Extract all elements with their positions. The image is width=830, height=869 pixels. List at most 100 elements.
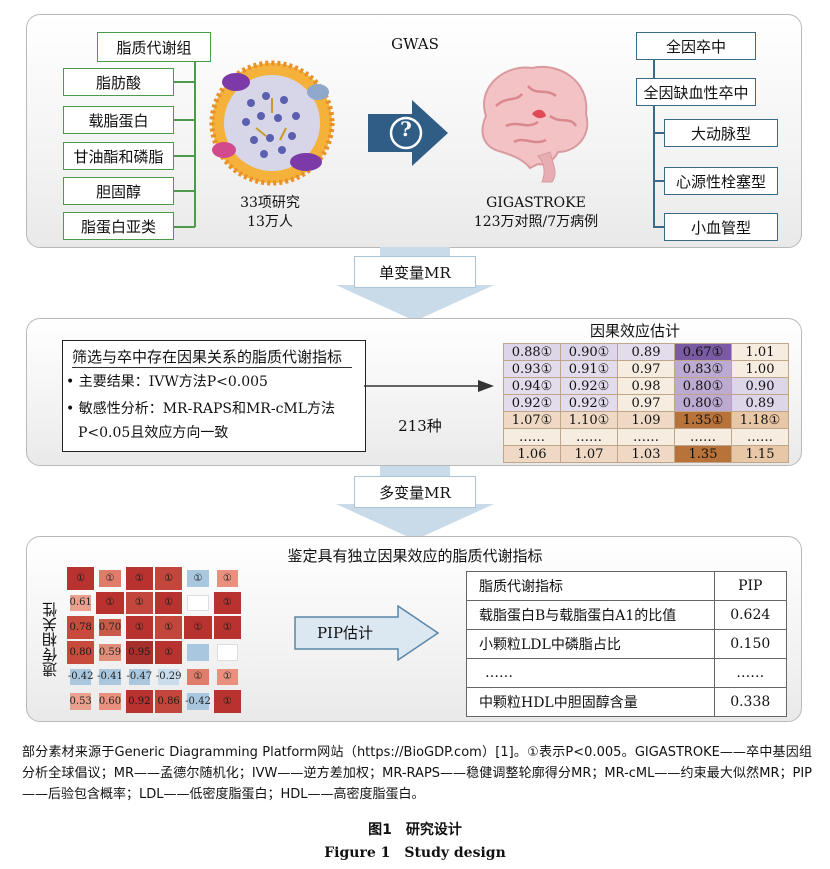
table-cell: 0.338: [713, 687, 788, 717]
stroke-connector: [653, 180, 664, 182]
effect-cell: 0.88①: [503, 343, 561, 361]
table-header-cell: PIP: [713, 571, 788, 601]
effect-cell: 0.80①: [674, 394, 732, 412]
heatmap-cell: ①: [216, 570, 238, 587]
criteria-primary: • 主要结果：IVW方法P<0.005: [66, 374, 268, 390]
effect-cell: 0.97: [617, 394, 675, 412]
heatmap-cell: -0.47: [127, 668, 152, 686]
pip-estimation-label: PIP估计: [316, 624, 374, 642]
heatmap-cell: ①: [99, 570, 121, 587]
lipid-item-cholesterol: 胆固醇: [63, 177, 174, 205]
effect-cell: 1.03: [617, 445, 675, 463]
lipoprotein-particle-illustration: [209, 60, 335, 186]
heatmap-cell: -0.29: [156, 668, 182, 686]
lipid-tree-trunk: [194, 61, 196, 227]
lipid-connector: [173, 81, 194, 83]
heatmap-cell: ①: [125, 567, 153, 590]
effect-cell: 0.93①: [503, 360, 561, 378]
brain-illustration: [481, 65, 589, 183]
lipid-connector: [173, 190, 194, 192]
heatmap-cell: [216, 644, 238, 661]
heatmap-cell: ①: [155, 641, 183, 664]
stage-label-multivariable: 多变量MR: [354, 476, 476, 508]
heatmap-cell: ①: [155, 616, 183, 639]
effect-cell: ……: [560, 428, 618, 446]
heatmap-cell: [187, 594, 209, 612]
effect-cell: 0.83①: [674, 360, 732, 378]
effect-cell: 0.90①: [560, 343, 618, 361]
table-row: 小颗粒LDL中磷脂占比 0.150: [466, 629, 788, 659]
criteria-box: [62, 340, 366, 452]
heatmap-cell: 0.53: [70, 693, 92, 710]
causal-question-arrow: [368, 100, 448, 166]
lipid-connector: [173, 119, 194, 121]
heatmap-cell: -0.41: [97, 668, 123, 686]
effect-cell: 1.09: [617, 411, 675, 429]
criteria-sensitivity: • 敏感性分析：MR-RAPS和MR-cML方法: [66, 401, 336, 417]
heatmap-cell: ①: [184, 616, 212, 639]
effect-cell: 1.18①: [731, 411, 789, 429]
gwas-study-count: 33项研究: [240, 195, 300, 211]
lipid-item-lipoprotein-subclass: 脂蛋白亚类: [63, 212, 174, 240]
effect-cell: 1.06: [503, 445, 561, 463]
effect-cell: 1.10①: [560, 411, 618, 429]
multivariable-title: 鉴定具有独立因果效应的脂质代谢指标: [287, 547, 543, 565]
heatmap-cell: 0.80: [67, 641, 95, 664]
effect-cell: 1.35①: [674, 411, 732, 429]
table-row: …… ……: [466, 658, 788, 688]
effect-cell: 1.15: [731, 445, 789, 463]
heatmap-cell: ①: [216, 668, 238, 686]
heatmap-cell: 0.60: [99, 693, 121, 710]
table-cell: ……: [713, 658, 788, 688]
gwas-label: GWAS: [391, 35, 439, 53]
heatmap-cell: 0.59: [99, 644, 121, 661]
heatmap-cell: ①: [67, 567, 95, 590]
gigastroke-name: GIGASTROKE: [486, 195, 586, 211]
heatmap-cell: ①: [213, 616, 241, 639]
table-header-row: 脂质代谢指标 PIP: [466, 571, 788, 601]
effect-cell: ……: [731, 428, 789, 446]
effect-cell: 0.80①: [674, 377, 732, 395]
effect-cell: 0.91①: [560, 360, 618, 378]
pip-table: 脂质代谢指标 PIP 载脂蛋白B与载脂蛋白A1的比值 0.624 小颗粒LDL中…: [466, 571, 788, 717]
stage-label-univariable: 单变量MR: [354, 256, 476, 288]
effect-table-title: 因果效应估计: [589, 322, 680, 340]
heatmap-cell: ①: [187, 668, 209, 686]
effect-cell: 0.92①: [503, 394, 561, 412]
table-row: 载脂蛋白B与载脂蛋白A1的比值 0.624: [466, 600, 788, 630]
heatmap-cell: [187, 644, 209, 661]
stroke-connector: [653, 59, 655, 78]
effect-cell: 1.01: [731, 343, 789, 361]
gigastroke-sample: 123万对照/7万病例: [473, 214, 599, 230]
selected-count: 213种: [398, 417, 442, 435]
effect-cell: 1.35: [674, 445, 732, 463]
effect-cell: ……: [503, 428, 561, 446]
effect-cell: 1.07①: [503, 411, 561, 429]
criteria-sensitivity-cont: P<0.05且效应方向一致: [78, 425, 229, 441]
effect-cell: 0.90: [731, 377, 789, 395]
heatmap-cell: 0.70: [99, 619, 121, 636]
effect-cell: ……: [617, 428, 675, 446]
table-cell: 0.624: [713, 600, 788, 630]
figure-caption-cn: 图1 研究设计: [368, 822, 462, 838]
heatmap-cell: 0.61: [70, 594, 92, 612]
stroke-subtype-trunk: [653, 105, 655, 227]
lipid-connector: [173, 226, 195, 228]
stroke-ischemic-box: 全因缺血性卒中: [636, 78, 756, 106]
effect-cell: 0.92①: [560, 394, 618, 412]
heatmap-ylabel: 遗传相关性: [41, 602, 59, 677]
stroke-subtype-cardioembolic: 心源性栓塞型: [664, 167, 778, 195]
effect-cell: ……: [674, 428, 732, 446]
heatmap-cell: ①: [187, 570, 209, 587]
effect-cell: 0.92①: [560, 377, 618, 395]
effect-cell: 1.07: [560, 445, 618, 463]
effect-cell: 1.00: [731, 360, 789, 378]
lipid-item-fatty-acid: 脂肪酸: [63, 68, 174, 96]
lipid-item-glycerides: 甘油酯和磷脂: [63, 142, 174, 170]
heatmap-cell: ①: [155, 591, 183, 615]
effect-cell: 0.89: [617, 343, 675, 361]
effect-cell: 0.98: [617, 377, 675, 395]
heatmap-cell: 0.95: [125, 641, 153, 664]
